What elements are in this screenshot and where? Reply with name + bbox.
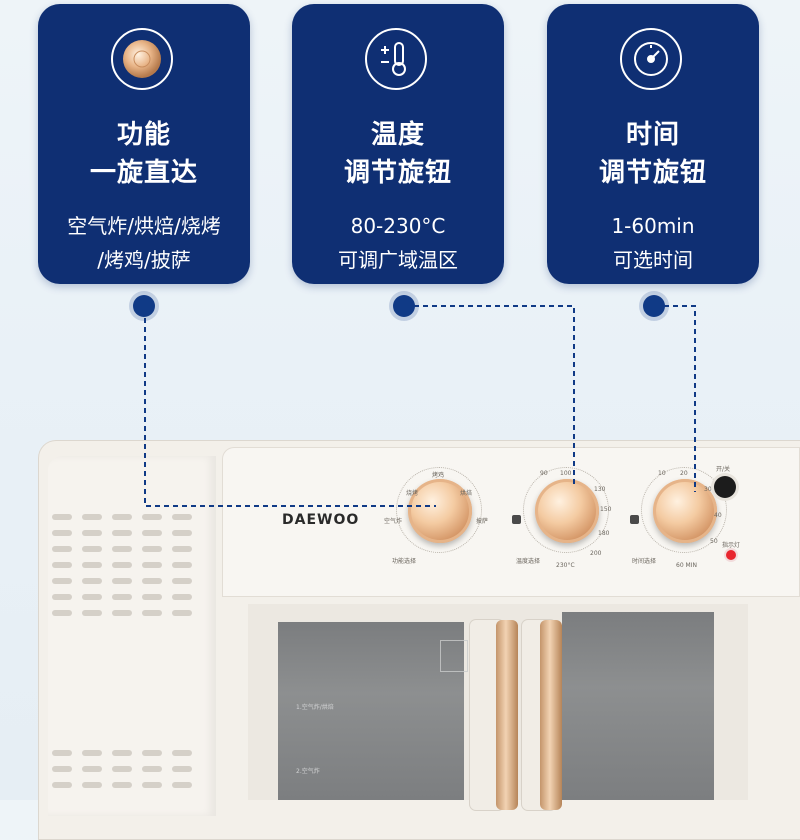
side-vents bbox=[52, 514, 197, 804]
function-card-desc: 空气炸/烘焙/烧烤 /烤鸡/披萨 bbox=[38, 209, 250, 277]
function-dial-scale bbox=[396, 467, 482, 553]
desc-line: /烤鸡/披萨 bbox=[97, 248, 191, 272]
door-handle-right-trim bbox=[540, 620, 562, 810]
temperature-card: 温度 调节旋钮 80-230°C 可调广域温区 bbox=[292, 4, 504, 284]
function-card: 功能 一旋直达 空气炸/烘焙/烧烤 /烤鸡/披萨 bbox=[38, 4, 250, 284]
dial-label: 130 bbox=[594, 486, 606, 493]
dial-label: 烘焙 bbox=[460, 490, 473, 497]
dial-label: 40 bbox=[714, 512, 722, 519]
dial-label: 空气炸 bbox=[384, 518, 403, 525]
time-card: 时间 调节旋钮 1-60min 可选时间 bbox=[547, 4, 759, 284]
knob-icon bbox=[111, 28, 173, 90]
desc-line: 可选时间 bbox=[613, 248, 693, 272]
desc-line: 可调广域温区 bbox=[338, 248, 458, 272]
time-knob[interactable] bbox=[653, 479, 717, 543]
time-card-desc: 1-60min 可选时间 bbox=[547, 209, 759, 277]
dial-label: 披萨 bbox=[476, 518, 489, 525]
dial-label: 20 bbox=[680, 470, 688, 477]
temperature-knob[interactable] bbox=[535, 479, 599, 543]
function-card-title: 功能 一旋直达 bbox=[38, 116, 250, 192]
dial-label: 温度选择 bbox=[516, 558, 541, 565]
callout-dot-time bbox=[643, 295, 665, 317]
temperature-card-title: 温度 调节旋钮 bbox=[292, 116, 504, 192]
indicator-label: 指示灯 bbox=[722, 542, 741, 549]
dial-label: 30 bbox=[704, 486, 712, 493]
dial-label: 60 MIN bbox=[676, 562, 697, 569]
title-line: 温度 bbox=[370, 120, 425, 150]
connector-function bbox=[144, 318, 436, 507]
function-knob[interactable] bbox=[408, 479, 472, 543]
connector-time bbox=[655, 305, 696, 492]
thermometer-icon bbox=[365, 28, 427, 90]
dial-label: 时间选择 bbox=[632, 558, 657, 565]
title-line: 一旋直达 bbox=[89, 158, 198, 188]
dial-label: 180 bbox=[598, 530, 610, 537]
desc-line: 1-60min bbox=[611, 214, 695, 238]
temperature-dial-scale bbox=[523, 467, 609, 553]
title-line: 调节旋钮 bbox=[598, 158, 707, 188]
callout-dot-temperature bbox=[393, 295, 415, 317]
dial-label: 90 bbox=[540, 470, 548, 477]
glass-print: 1.空气炸/烘焙 bbox=[296, 704, 334, 711]
desc-line: 空气炸/烘焙/烧烤 bbox=[67, 214, 221, 238]
connector-lines bbox=[144, 305, 696, 507]
title-line: 调节旋钮 bbox=[343, 158, 452, 188]
temperature-mini-icon bbox=[512, 515, 521, 524]
time-card-title: 时间 调节旋钮 bbox=[547, 116, 759, 192]
dial-label: 200 bbox=[590, 550, 602, 557]
brand-logo: DAEWOO bbox=[282, 512, 360, 528]
glass-print: 2.空气炸 bbox=[296, 768, 320, 775]
desc-line: 80-230°C bbox=[350, 214, 446, 238]
title-line: 功能 bbox=[116, 120, 171, 150]
dial-label: 150 bbox=[600, 506, 612, 513]
dial-label: 烤鸡 bbox=[432, 472, 445, 479]
dial-label: 230°C bbox=[556, 562, 575, 569]
indicator-light bbox=[726, 550, 736, 560]
temperature-card-desc: 80-230°C 可调广域温区 bbox=[292, 209, 504, 277]
timer-icon bbox=[620, 28, 682, 90]
dial-label: 功能选择 bbox=[392, 558, 417, 565]
left-door-glass bbox=[278, 622, 464, 800]
power-label: 开/关 bbox=[716, 466, 731, 473]
power-button[interactable] bbox=[714, 476, 736, 498]
connector-temperature bbox=[405, 305, 575, 488]
right-door-glass bbox=[562, 612, 714, 800]
dial-label: 烧烤 bbox=[406, 490, 419, 497]
title-line: 时间 bbox=[625, 120, 680, 150]
timer-mini-icon bbox=[630, 515, 639, 524]
time-dial-scale bbox=[641, 467, 727, 553]
door-handle-left-trim bbox=[496, 620, 518, 810]
warning-sticker bbox=[440, 640, 468, 672]
dial-label: 50 bbox=[710, 538, 718, 545]
callout-dot-function bbox=[133, 295, 155, 317]
dial-label: 100 bbox=[560, 470, 572, 477]
dial-label: 10 bbox=[658, 470, 666, 477]
